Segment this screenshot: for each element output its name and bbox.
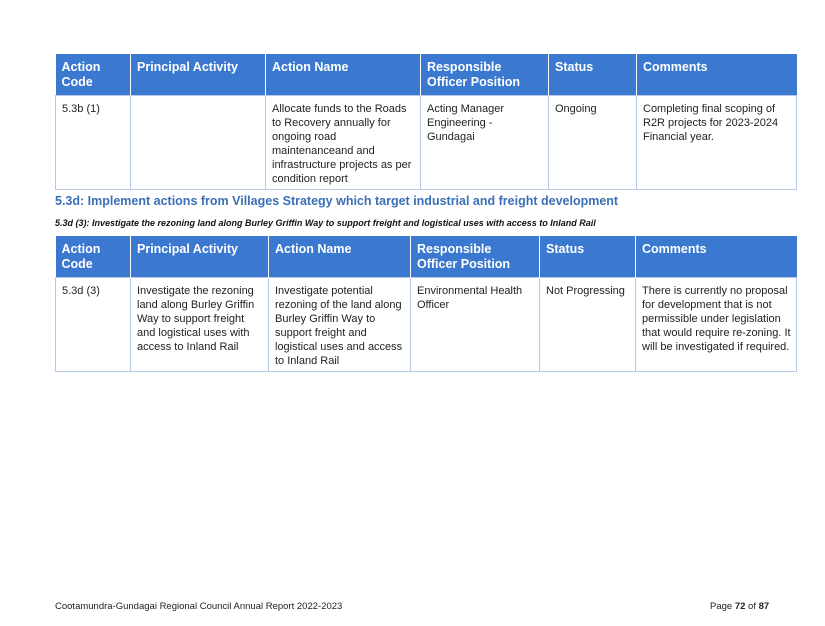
column-header-action-name: Action Name [268, 236, 411, 278]
column-header-principal-activity: Principal Activity [130, 236, 269, 278]
cell-comments: There is currently no proposal for devel… [635, 277, 797, 372]
cell-action-code: 5.3d (3) [55, 277, 131, 372]
table-row: 5.3d (3) Investigate the rezoning land a… [55, 277, 797, 372]
column-header-action-code: Action Code [55, 54, 131, 96]
action-table-5-3b: Action Code Principal Activity Action Na… [55, 54, 797, 190]
column-header-responsible-officer: Responsible Officer Position [410, 236, 540, 278]
column-header-status: Status [548, 54, 637, 96]
section-heading: 5.3d: Implement actions from Villages St… [55, 194, 619, 208]
page-of: of [748, 601, 756, 612]
action-table-5-3d: Action Code Principal Activity Action Na… [55, 236, 797, 372]
cell-action-name: Allocate funds to the Roads to Recovery … [265, 95, 421, 190]
cell-responsible-officer: Environmental Health Officer [410, 277, 540, 372]
cell-responsible-officer: Acting Manager Engineering - Gundagai [420, 95, 549, 190]
column-header-status: Status [539, 236, 636, 278]
column-header-action-name: Action Name [265, 54, 421, 96]
cell-status: Ongoing [548, 95, 637, 190]
column-header-comments: Comments [635, 236, 797, 278]
cell-principal-activity [130, 95, 266, 190]
footer-report-title: Cootamundra-Gundagai Regional Council An… [55, 601, 343, 612]
table-header-row: Action Code Principal Activity Action Na… [55, 54, 797, 96]
column-header-comments: Comments [636, 54, 797, 96]
sub-heading: 5.3d (3): Investigate the rezoning land … [55, 218, 596, 228]
page-word: Page [710, 601, 733, 612]
footer-page-number: Page 72 of 87 [710, 601, 769, 612]
cell-action-code: 5.3b (1) [55, 95, 131, 190]
table-row: 5.3b (1) Allocate funds to the Roads to … [55, 95, 797, 190]
cell-principal-activity: Investigate the rezoning land along Burl… [130, 277, 269, 372]
cell-comments: Completing final scoping of R2R projects… [636, 95, 797, 190]
page-current: 72 [734, 601, 746, 612]
table-header-row: Action Code Principal Activity Action Na… [55, 236, 797, 278]
column-header-responsible-officer: Responsible Officer Position [420, 54, 549, 96]
column-header-principal-activity: Principal Activity [130, 54, 266, 96]
column-header-action-code: Action Code [55, 236, 131, 278]
page-total: 87 [758, 601, 770, 612]
cell-status: Not Progressing [539, 277, 636, 372]
cell-action-name: Investigate potential rezoning of the la… [268, 277, 411, 372]
